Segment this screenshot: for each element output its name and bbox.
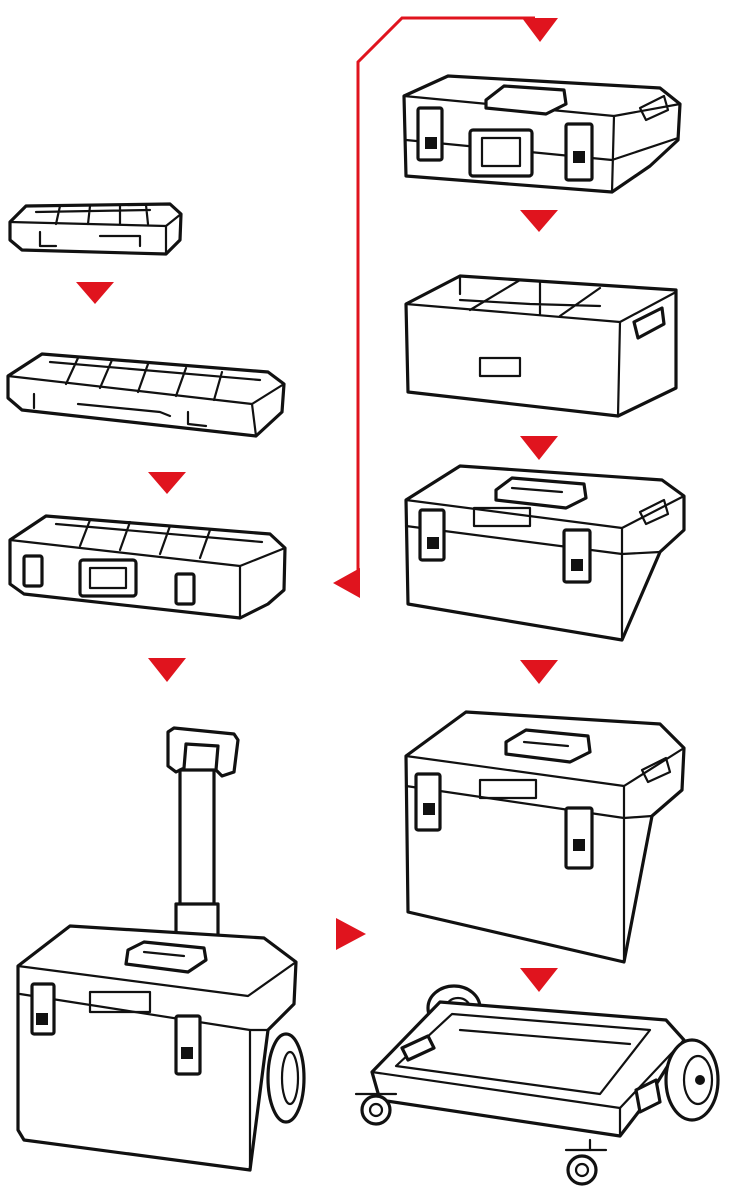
- tall-toolbox-icon: [404, 710, 686, 964]
- wide-organizer-icon: [6, 352, 286, 438]
- caster-wheel-icon: [354, 1092, 398, 1126]
- arrow-right-icon: [336, 918, 366, 950]
- caster-wheel-icon: [564, 1138, 608, 1186]
- shallow-organizer-icon: [8, 202, 183, 256]
- arrow-down-icon: [520, 968, 558, 992]
- toolcase-icon: [402, 74, 682, 194]
- trolley-toolbox-icon: [16, 726, 306, 1172]
- arrow-down-icon: [520, 660, 558, 684]
- flow-arrows: [76, 18, 558, 992]
- arrow-down-icon: [148, 658, 186, 682]
- wheeled-platform-icon: [354, 984, 720, 1186]
- arrow-down-icon: [520, 210, 558, 232]
- arrow-down-icon: [520, 436, 558, 460]
- divided-tray-icon: [404, 274, 678, 418]
- arrow-down-icon: [148, 472, 186, 494]
- arrow-down-icon: [76, 282, 114, 304]
- organizer-case-icon: [8, 514, 287, 620]
- arrow-left-icon: [333, 568, 360, 598]
- toolbox-icon: [404, 464, 686, 642]
- arrow-down-icon: [522, 18, 558, 42]
- connector-line: [356, 16, 535, 588]
